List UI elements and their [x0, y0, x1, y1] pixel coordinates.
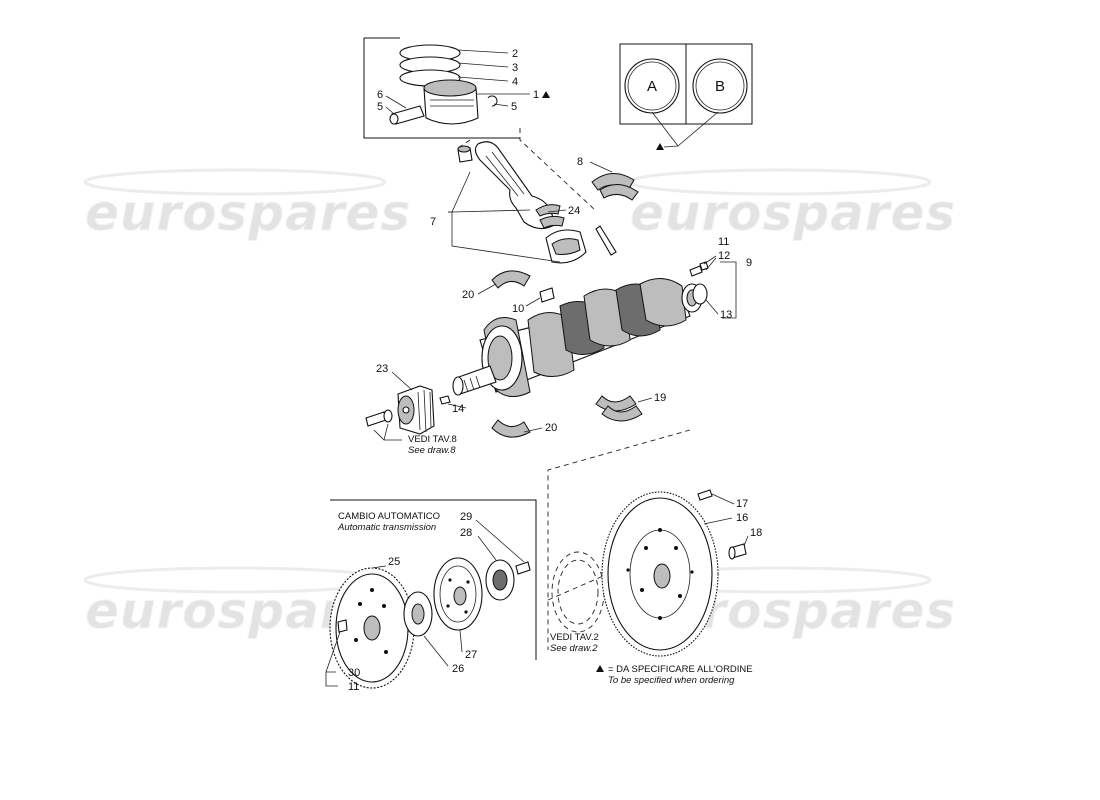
- part-number-20: 20: [462, 289, 474, 301]
- connecting-rod-group: 7 24: [430, 128, 617, 264]
- plug: [689, 265, 703, 277]
- part-number-27: 27: [465, 649, 477, 661]
- ref-tav2-it: VEDI TAV.2: [550, 632, 599, 643]
- order-note: = DA SPECIFICARE ALL'ORDINE To be specif…: [596, 664, 753, 686]
- part-number-18: 18: [750, 527, 762, 539]
- watermark-text: eurospares: [630, 184, 956, 242]
- rod-bolt: [595, 225, 617, 256]
- part-number-10: 10: [512, 303, 524, 315]
- part-number-23: 23: [376, 363, 388, 375]
- pilot-bush: [539, 287, 555, 303]
- variant-a-label: A: [647, 78, 657, 95]
- woodruff-key: [439, 395, 451, 405]
- part-number-16: 16: [736, 512, 748, 524]
- part-number-9: 9: [746, 257, 752, 269]
- ref-tav8-en: See draw.8: [408, 445, 456, 456]
- part-number-14: 14: [452, 403, 464, 415]
- part-number-29: 29: [460, 511, 472, 523]
- part-number-3: 3: [512, 62, 518, 74]
- triangle-marker-icon: [596, 665, 604, 672]
- main-bearings: 8 20 10 20 19: [462, 156, 666, 438]
- gear-bolt: [365, 411, 387, 427]
- order-note-it: = DA SPECIFICARE ALL'ORDINE: [608, 664, 753, 675]
- auto-transmission-group: CAMBIO AUTOMATICO Automatic transmission…: [325, 499, 537, 693]
- part-number-5: 5: [511, 101, 517, 113]
- part-number-5: 5: [377, 101, 383, 113]
- ref-tav8-it: VEDI TAV.8: [408, 434, 457, 445]
- circlip-icon: [487, 95, 498, 107]
- part-number-12: 12: [718, 250, 730, 262]
- crankshaft: 13 11 12 9 14: [439, 236, 752, 415]
- auto-trans-label-en: Automatic transmission: [337, 522, 436, 533]
- triangle-marker-icon: [542, 91, 550, 98]
- part-number-4: 4: [512, 76, 518, 88]
- flywheel-group: VEDI TAV.2 See draw.2 16 17 18: [547, 429, 762, 657]
- main-bearing-shell-upper: [491, 270, 531, 289]
- part-number-28: 28: [460, 527, 472, 539]
- main-bearing-shell-lower: [491, 419, 531, 438]
- part-number-20: 20: [545, 422, 557, 434]
- part-number-8: 8: [577, 156, 583, 168]
- part-number-24: 24: [568, 205, 580, 217]
- auto-trans-label-it: CAMBIO AUTOMATICO: [338, 511, 440, 522]
- part-number-11: 11: [348, 681, 359, 693]
- part-number-25: 25: [388, 556, 400, 568]
- dowel-pin: [697, 489, 713, 501]
- hub-bolt: [515, 561, 531, 575]
- ref-tav2-en: See draw.2: [550, 643, 598, 654]
- clutch-reference: [551, 551, 605, 633]
- thrust-washer: [595, 395, 637, 412]
- variant-b-label: B: [715, 78, 725, 95]
- rod-bearing-shell: [535, 204, 561, 217]
- part-number-11: 11: [718, 236, 729, 248]
- timing-gear-group: 23 VEDI TAV.8 See draw.8: [365, 363, 457, 456]
- order-note-en: To be specified when ordering: [608, 675, 735, 686]
- part-number-13: 13: [720, 309, 732, 321]
- connecting-rod: [474, 141, 557, 230]
- part-number-17: 17: [736, 498, 748, 510]
- part-number-30: 30: [348, 667, 360, 679]
- part-number-1: 1: [533, 89, 539, 101]
- variant-box: A B: [619, 43, 753, 150]
- rear-oil-seal: [692, 283, 708, 305]
- part-number-6: 6: [377, 89, 383, 101]
- part-number-2: 2: [512, 48, 518, 60]
- piston-group: 2 3 4 1 5 6 5: [363, 37, 550, 139]
- watermark-text: eurospares: [85, 184, 411, 242]
- part-number-26: 26: [452, 663, 464, 675]
- part-number-7: 7: [430, 216, 436, 228]
- part-number-19: 19: [654, 392, 666, 404]
- triangle-marker-icon: [656, 143, 664, 150]
